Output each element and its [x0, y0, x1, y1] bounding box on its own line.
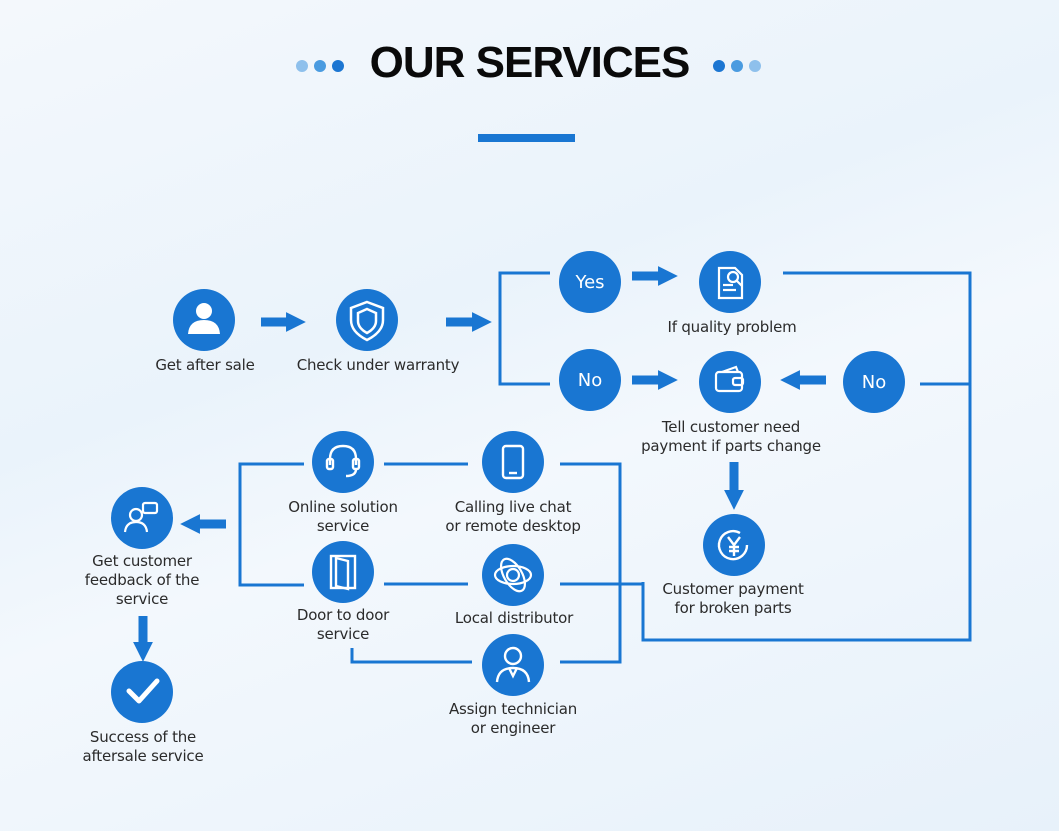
label-line: service — [316, 625, 370, 643]
no-label: No — [578, 370, 602, 391]
circle-tell-customer — [699, 351, 761, 413]
circle-online — [312, 431, 374, 493]
label-line: Assign technician — [448, 700, 578, 718]
label-line: Customer payment — [662, 580, 804, 598]
label-calling-live: Calling live chat or remote desktop — [432, 498, 594, 536]
label-feedback: Get customer feedback of the service — [76, 552, 208, 609]
network-icon — [493, 557, 533, 593]
connector-options-outer — [238, 462, 304, 587]
circle-success — [111, 661, 173, 723]
label-tell-customer: Tell customer need payment if parts chan… — [628, 418, 834, 456]
wallet-icon — [714, 365, 745, 393]
checkmark-icon — [126, 678, 160, 704]
connector-options-bottom — [350, 648, 472, 664]
label-line: Check under warranty — [296, 356, 460, 374]
label-line: for broken parts — [674, 599, 792, 617]
label-line: Online solution — [288, 498, 398, 516]
phone-icon — [501, 444, 525, 480]
circle-no-left — [559, 349, 621, 411]
label-line: or remote desktop — [445, 517, 581, 535]
label-line: service — [316, 517, 370, 535]
title-dot — [314, 60, 326, 72]
label-line: Local distributor — [454, 609, 574, 627]
document-search-icon — [717, 266, 744, 300]
label-door-to-door: Door to door service — [280, 606, 406, 644]
label-check-warranty: Check under warranty — [290, 356, 466, 375]
title-underline — [478, 134, 575, 142]
title-dots-right — [713, 60, 761, 72]
connector-yes-branch — [498, 271, 550, 386]
label-line: aftersale service — [82, 747, 204, 765]
circle-calling — [482, 431, 544, 493]
label-line: service — [115, 590, 169, 608]
label-assign-technician: Assign technician or engineer — [436, 700, 590, 738]
connector-lines — [238, 271, 972, 664]
label-online-solution: Online solution service — [270, 498, 416, 536]
technician-icon — [495, 646, 531, 683]
yuan-coin-icon — [717, 529, 749, 561]
label-line: payment if parts change — [641, 437, 821, 455]
label-line: If quality problem — [667, 318, 797, 336]
label-line: Get after sale — [155, 356, 255, 374]
headset-icon — [325, 444, 361, 478]
title-dot — [731, 60, 743, 72]
title-dot — [296, 60, 308, 72]
chat-user-icon — [123, 501, 159, 533]
label-quality-problem: If quality problem — [650, 318, 814, 337]
label-line: Success of the — [89, 728, 197, 746]
label-success: Success of the aftersale service — [70, 728, 216, 766]
page-title: OUR SERVICES — [369, 38, 691, 87]
title-dots-left — [296, 60, 344, 72]
label-get-after-sale: Get after sale — [140, 356, 270, 375]
connector-options-right — [560, 462, 622, 664]
label-line: feedback of the — [84, 571, 200, 589]
circle-distributor — [482, 544, 544, 606]
flow-arrows — [133, 266, 826, 662]
title-dot — [332, 60, 344, 72]
label-line: Calling live chat — [454, 498, 572, 516]
label-local-distributor: Local distributor — [440, 609, 588, 628]
label-line: Door to door — [296, 606, 390, 624]
yes-label: Yes — [574, 272, 604, 293]
user-icon — [188, 303, 220, 334]
circle-check-warranty — [336, 289, 398, 351]
connector-right-loop — [641, 271, 972, 642]
circle-yes — [559, 251, 621, 313]
circle-no-right — [843, 351, 905, 413]
label-customer-payment: Customer payment for broken parts — [650, 580, 816, 618]
no-label: No — [862, 372, 886, 393]
label-line: Tell customer need — [661, 418, 801, 436]
circle-door — [312, 541, 374, 603]
label-line: Get customer — [92, 552, 192, 570]
title-dot — [713, 60, 725, 72]
label-line: or engineer — [470, 719, 556, 737]
door-icon — [329, 554, 357, 591]
shield-icon — [349, 300, 385, 342]
title-dot — [749, 60, 761, 72]
